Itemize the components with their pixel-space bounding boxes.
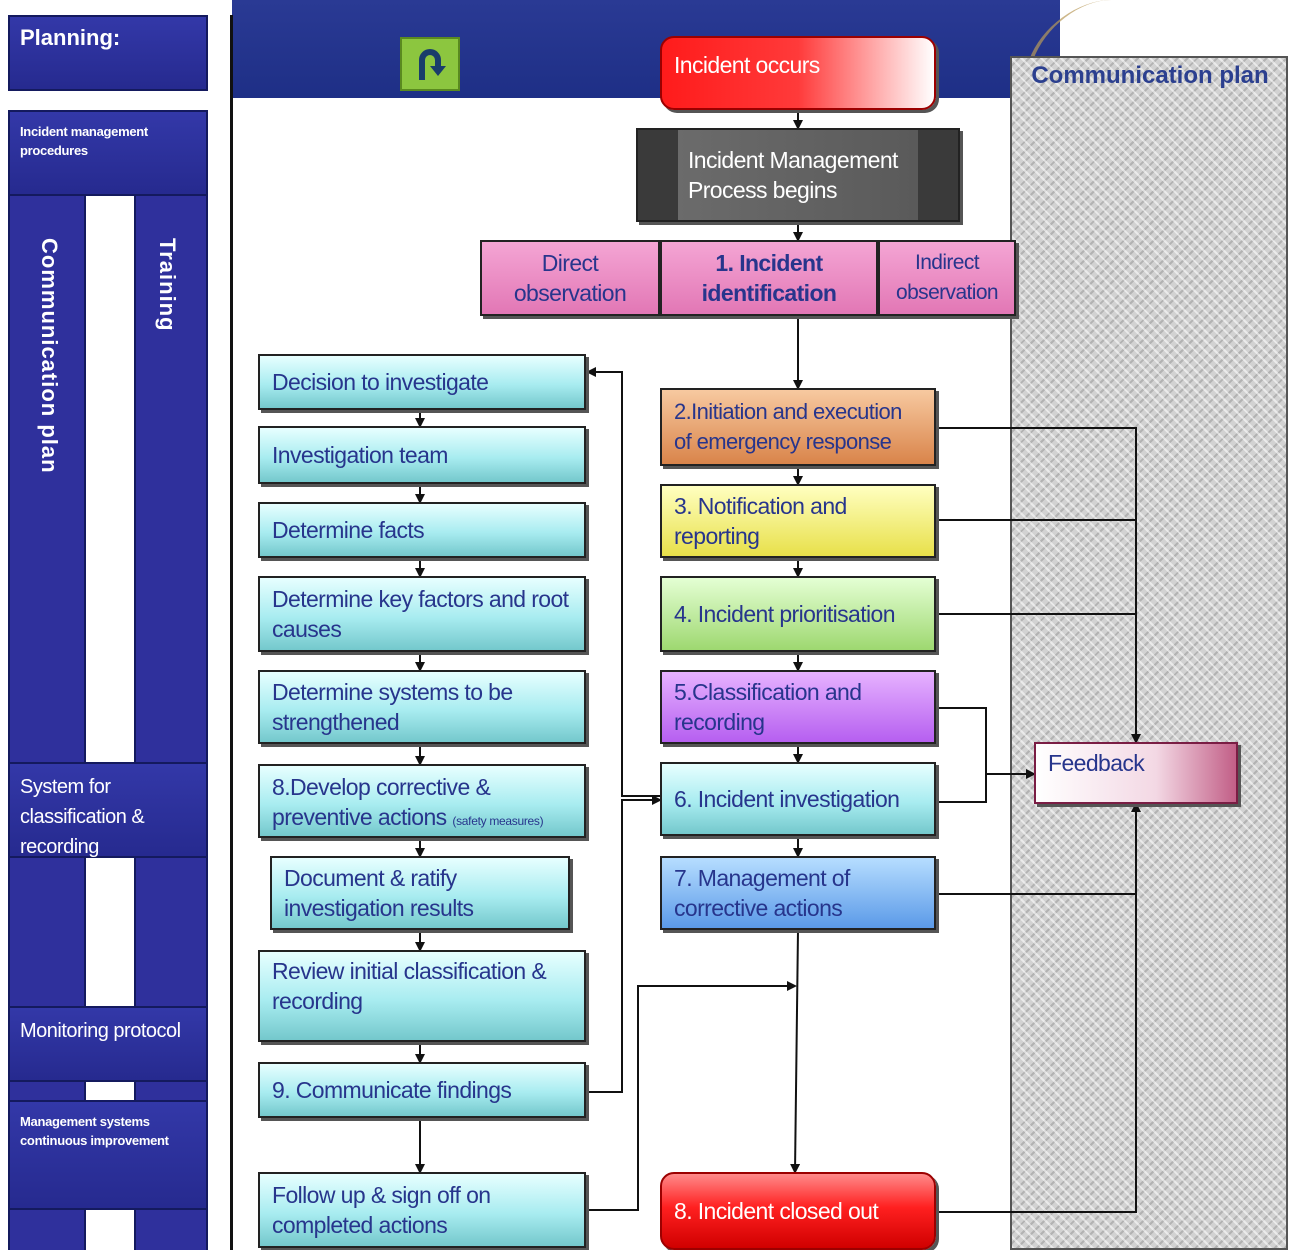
- incident-occurs-box: Incident occurs: [660, 36, 936, 110]
- step4-prioritisation-box: 4. Incident prioritisation: [660, 576, 936, 652]
- incident-identification-box: 1. Incident identification: [660, 240, 878, 316]
- sidebar-col-left-3: [8, 1082, 86, 1100]
- sidebar-gap-2: [86, 858, 134, 1006]
- feedback-box: Feedback: [1034, 742, 1238, 804]
- follow-up-box: Follow up & sign off on completed action…: [258, 1172, 586, 1248]
- sidebar-classification: System for classification & recording: [8, 762, 208, 858]
- u-turn-arrow-icon[interactable]: [400, 37, 460, 91]
- step8-closed-out-box: 8. Incident closed out: [660, 1172, 936, 1250]
- corrective-preventive-box: 8.Develop corrective & preventive action…: [258, 764, 586, 838]
- step5-classification-box: 5.Classification and recording: [660, 670, 936, 744]
- sidebar-monitoring: Monitoring protocol: [8, 1006, 208, 1082]
- sidebar-col-right-2: [134, 858, 208, 1006]
- training-column: [134, 196, 208, 762]
- training-vertical-label: Training: [155, 238, 180, 332]
- communication-plan-vertical-label: Communication plan: [37, 238, 62, 474]
- step2-emergency-response-box: 2.Initiation and execution of emergency …: [660, 388, 936, 466]
- indirect-observation-box: Indirect observation: [878, 240, 1016, 316]
- sidebar-col-right-3: [134, 1082, 208, 1100]
- step7-corrective-actions-box: 7. Management of corrective actions: [660, 856, 936, 930]
- sidebar-col-left-4: [8, 1210, 86, 1250]
- sidebar-management: Management systems continuous improvemen…: [8, 1100, 208, 1210]
- communication-plan-column: [8, 196, 86, 762]
- investigation-team-box: Investigation team: [258, 426, 586, 484]
- sidebar-gap-3: [86, 1082, 134, 1100]
- corrective-preventive-label: 8.Develop corrective & preventive action…: [272, 774, 491, 830]
- review-classification-box: Review initial classification & recordin…: [258, 950, 586, 1042]
- sidebar-gap: [86, 200, 134, 762]
- communicate-findings-box: 9. Communicate findings: [258, 1062, 586, 1118]
- process-begins-box: Incident Management Process begins: [636, 128, 960, 222]
- safety-measures-note: (safety measures): [452, 814, 544, 828]
- direct-observation-box: Direct observation: [480, 240, 660, 316]
- sidebar-col-left-2: [8, 858, 86, 1006]
- sidebar-gap-4: [86, 1210, 134, 1250]
- sidebar-col-right-4: [134, 1210, 208, 1250]
- communication-plan-panel: [1010, 56, 1288, 1250]
- sidebar-planning: Planning:: [8, 15, 208, 91]
- communication-plan-title: Communication plan: [1031, 62, 1269, 89]
- root-causes-box: Determine key factors and root causes: [258, 576, 586, 652]
- divider-line: [230, 15, 233, 1250]
- sidebar-procedures: Incident management procedures: [8, 110, 208, 196]
- document-ratify-box: Document & ratify investigation results: [270, 856, 570, 930]
- decision-to-investigate-box: Decision to investigate: [258, 354, 586, 410]
- step3-notification-box: 3. Notification and reporting: [660, 484, 936, 558]
- determine-facts-box: Determine facts: [258, 502, 586, 558]
- systems-strengthened-box: Determine systems to be strengthened: [258, 670, 586, 744]
- step6-investigation-box: 6. Incident investigation: [660, 762, 936, 836]
